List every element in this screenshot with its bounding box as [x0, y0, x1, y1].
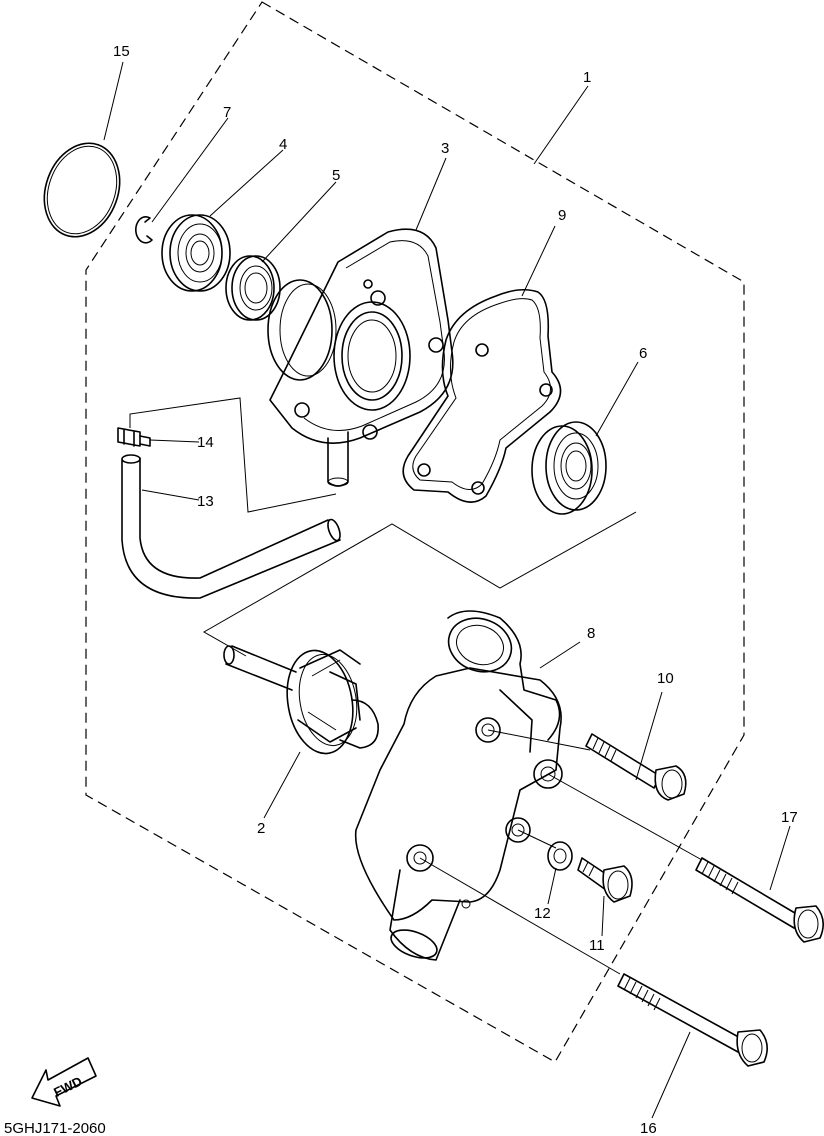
part-7-circlip	[135, 216, 153, 244]
callout-15: 15	[113, 43, 130, 60]
callout-16: 16	[640, 1120, 657, 1136]
callout-7: 7	[223, 104, 231, 121]
callout-6: 6	[639, 345, 647, 362]
drawing-code: 5GHJ171-2060	[4, 1120, 106, 1136]
part-15-o-ring	[43, 142, 121, 238]
part-12-washer	[547, 841, 573, 871]
part-17-long-bolt	[695, 857, 824, 943]
callout-5: 5	[332, 167, 340, 184]
callout-11: 11	[589, 937, 605, 954]
callout-14: 14	[197, 434, 214, 451]
part-9-gasket	[402, 288, 562, 503]
callout-8: 8	[587, 625, 595, 642]
callout-17: 17	[781, 809, 798, 826]
part-14-hose-clamp	[117, 427, 151, 447]
part-10-bolt	[585, 733, 687, 801]
part-8-pump-body	[354, 610, 563, 961]
callout-13: 13	[197, 493, 214, 510]
part-6-bearing	[531, 421, 607, 515]
bolt-axis-lines	[419, 729, 703, 975]
part-3-pump-housing	[267, 228, 454, 487]
part-5-oil-seal	[225, 255, 281, 321]
callout-1: 1	[583, 69, 591, 86]
callout-4: 4	[279, 136, 287, 153]
shaft-axis-reference	[202, 511, 637, 657]
part-16-long-bolt	[617, 973, 768, 1067]
callout-10: 10	[657, 670, 674, 687]
callout-12: 12	[534, 905, 551, 922]
callout-3: 3	[441, 140, 449, 157]
part-11-short-bolt	[577, 857, 633, 903]
hose-reference-bracket	[129, 397, 337, 513]
part-13-hose	[121, 454, 341, 599]
callout-2: 2	[257, 820, 265, 837]
forward-direction-arrow: FWD	[31, 1057, 97, 1107]
callout-9: 9	[558, 207, 566, 224]
part-4-bearing	[161, 214, 231, 292]
assembly-boundary	[85, 1, 745, 1063]
part-2-impeller	[223, 645, 379, 755]
leader-lines	[103, 61, 791, 1119]
